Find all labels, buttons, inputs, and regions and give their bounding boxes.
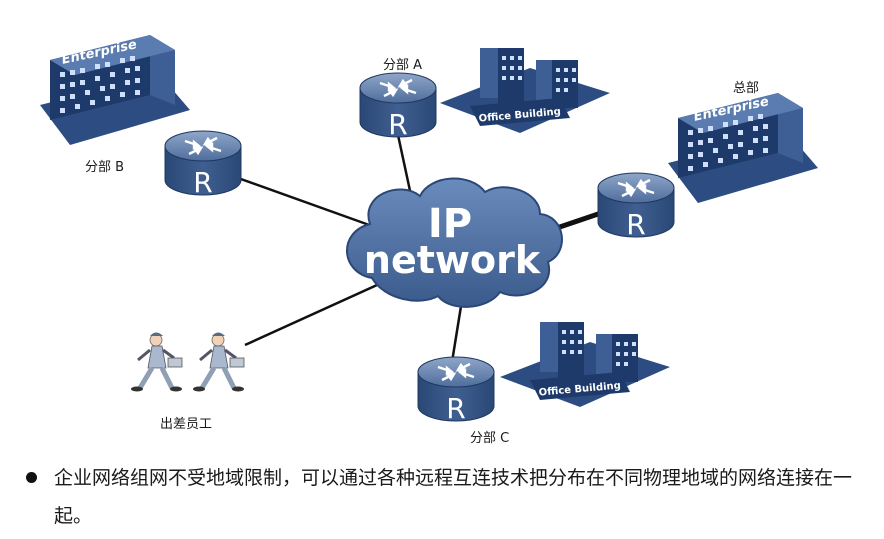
hq-router: R (596, 171, 676, 241)
caption-text: 企业网络组网不受地域限制，可以通过各种远程互连技术把分布在不同物理地域的网络连接… (54, 467, 853, 527)
cloud-line-1: IP (428, 201, 472, 247)
label-branch-b: 分部 B (85, 160, 125, 175)
travel-staff-figures (131, 333, 244, 392)
label-branch-c: 分部 C (470, 431, 510, 446)
caption: 企业网络组网不受地域限制，可以通过各种远程互连技术把分布在不同物理地域的网络连接… (26, 459, 856, 535)
bullet-icon (26, 472, 37, 483)
link-travel (244, 278, 389, 347)
ip-network-cloud: IP network (346, 177, 563, 308)
router-letter: R (193, 166, 212, 199)
link-branch-b (237, 176, 373, 228)
network-diagram: IP network Enterprise Enterprise Office … (40, 35, 818, 446)
router-letter: R (388, 108, 407, 141)
branch-a-office-building: Office Building (440, 48, 610, 133)
cloud-line-2: network (364, 238, 541, 282)
hq-enterprise-building: Enterprise (668, 93, 818, 203)
router-letter: R (626, 208, 645, 241)
link-branch-a (396, 134, 414, 201)
label-hq: 总部 (733, 81, 760, 96)
branch-c-office-building: Office Building (500, 322, 670, 407)
link-branch-c (450, 299, 464, 363)
branch-a-router: R (358, 71, 438, 141)
branch-b-router: R (163, 129, 243, 199)
label-travel-staff: 出差员工 (160, 417, 213, 432)
label-branch-a: 分部 A (383, 58, 423, 73)
branch-b-enterprise-building: Enterprise (40, 35, 190, 145)
router-letter: R (446, 392, 465, 425)
branch-c-router: R (416, 355, 496, 425)
